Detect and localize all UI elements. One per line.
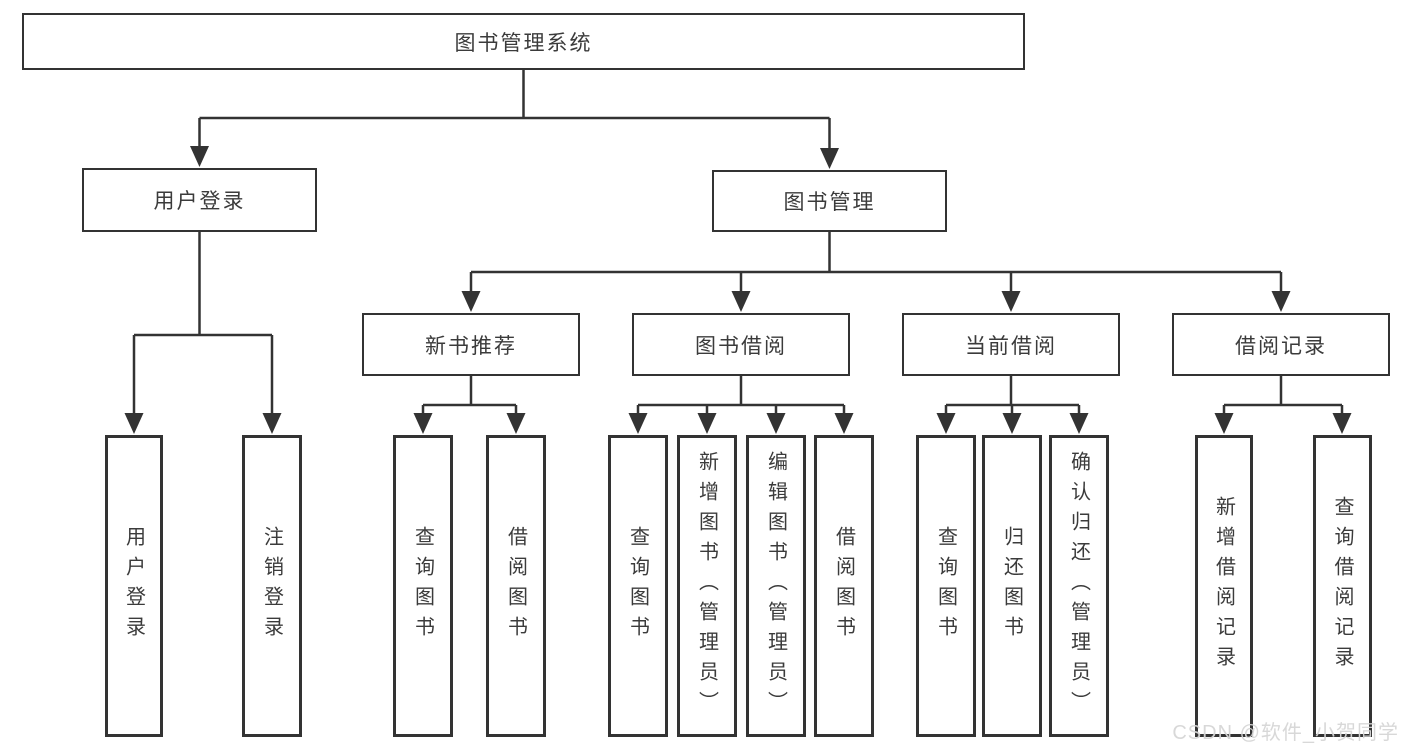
watermark: CSDN @软件_小贺同学 xyxy=(1172,722,1399,744)
leaf-query-books-borrowing: 查询图书 xyxy=(608,435,668,737)
leaf-query-books-recommend: 查询图书 xyxy=(393,435,453,737)
leaf-edit-book-admin: 编辑图书（管理员） xyxy=(746,435,806,737)
leaf-query-borrow-record: 查询借阅记录 xyxy=(1313,435,1372,737)
node-borrowing-records: 借阅记录 xyxy=(1172,313,1390,376)
leaf-borrow-books-borrowing: 借阅图书 xyxy=(814,435,874,737)
leaf-borrow-books-recommend: 借阅图书 xyxy=(486,435,546,737)
node-user-login: 用户登录 xyxy=(82,168,317,232)
leaf-confirm-return-admin: 确认归还（管理员） xyxy=(1049,435,1109,737)
node-book-management: 图书管理 xyxy=(712,170,947,232)
arrowhead-icons xyxy=(124,146,1352,434)
leaf-user-login: 用户登录 xyxy=(105,435,163,737)
leaf-logout: 注销登录 xyxy=(242,435,302,737)
connector-lines xyxy=(132,70,1344,418)
leaf-query-books-current: 查询图书 xyxy=(916,435,976,737)
leaf-add-borrow-record: 新增借阅记录 xyxy=(1195,435,1253,737)
node-current-borrowing: 当前借阅 xyxy=(902,313,1120,376)
leaf-return-books: 归还图书 xyxy=(982,435,1042,737)
node-book-borrowing: 图书借阅 xyxy=(632,313,850,376)
node-library-system: 图书管理系统 xyxy=(22,13,1025,70)
node-new-book-recommendation: 新书推荐 xyxy=(362,313,580,376)
leaf-add-book-admin: 新增图书（管理员） xyxy=(677,435,737,737)
